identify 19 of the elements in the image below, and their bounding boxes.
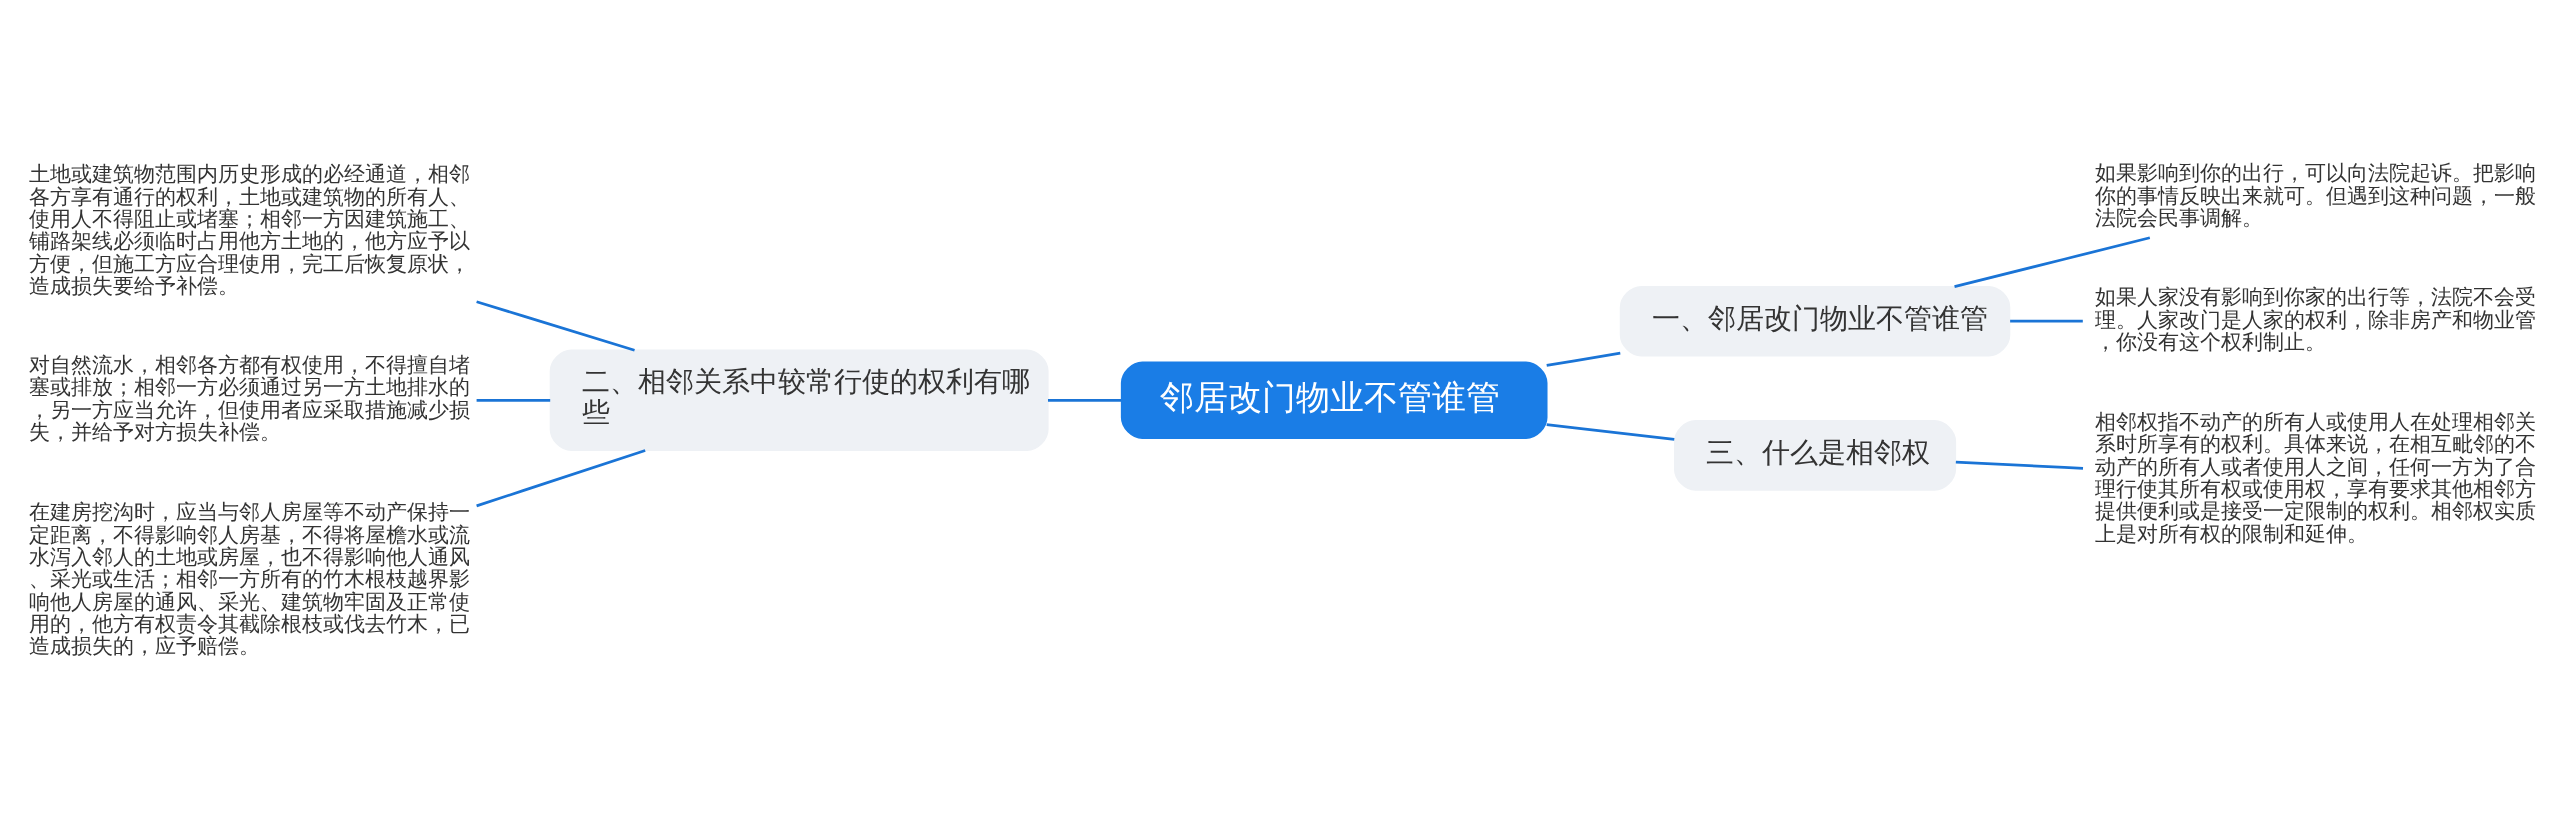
connector — [476, 299, 635, 352]
node-box: 三、什么是相邻权 — [1673, 419, 1957, 491]
connector — [1955, 460, 2084, 470]
connector — [476, 398, 551, 402]
connector — [1048, 398, 1121, 402]
node-text: 如果影响到你的出行，可以向法院起诉。把影响你的事情反映出来就可。但遇到这种问题，一般法院会民事调解。 — [2095, 160, 2537, 230]
node-text: 如果人家没有影响到你家的出行等，法院不会受理。人家改门是人家的权利，除非房产和物业管，你没有这个权利制止。 — [2095, 284, 2537, 354]
node-box: 一、邻居改门物业不管谁管 — [1619, 285, 2011, 356]
node-box: 二、相邻关系中较常行使的权利有哪些 — [549, 349, 1049, 451]
node-text: 在建房挖沟时，应当与邻人房屋等不动产保持一定距离，不得影响邻人房基，不得将屋檐水或流水泻入邻人的土地或房屋，也不得影响他人通风、采光或生活；相邻一方所有的竹木根枝越界影响他人房屋的通风、采光、建筑物牢固及正常使用的，他方有权责令其截除根枝或伐去竹木，已造成损失的，应予赔偿。 — [29, 499, 471, 658]
connector — [1954, 235, 2151, 288]
connector — [2010, 319, 2083, 323]
node-box: 邻居改门物业不管谁管 — [1120, 361, 1548, 439]
connector — [1546, 351, 1621, 367]
node-text: 土地或建筑物范围内历史形成的必经通道，相邻各方享有通行的权利，土地或建筑物的所有人、使用人不得阻止或堵塞；相邻一方因建筑施工、铺路架线必须临时占用他方土地的，他方应予以方便，但施工方应合理使用，完工后恢复原状，造成损失要给予补偿。 — [29, 161, 471, 298]
connector — [1546, 422, 1675, 441]
connector — [476, 448, 646, 507]
node-text: 相邻权指不动产的所有人或使用人在处理相邻关系时所享有的权利。具体来说，在相互毗邻的不动产的所有人或者使用人之间，任何一方为了合理行使其所有权或使用权，享有要求其他相邻方提供便利或是接受一定限制的权利。相邻权实质上是对所有权的限制和延伸。 — [2095, 409, 2537, 546]
node-text: 对自然流水，相邻各方都有权使用，不得擅自堵塞或排放；相邻一方必须通过另一方土地排水的，另一方应当允许，但使用者应采取措施减少损失，并给予对方损失补偿。 — [29, 352, 471, 444]
